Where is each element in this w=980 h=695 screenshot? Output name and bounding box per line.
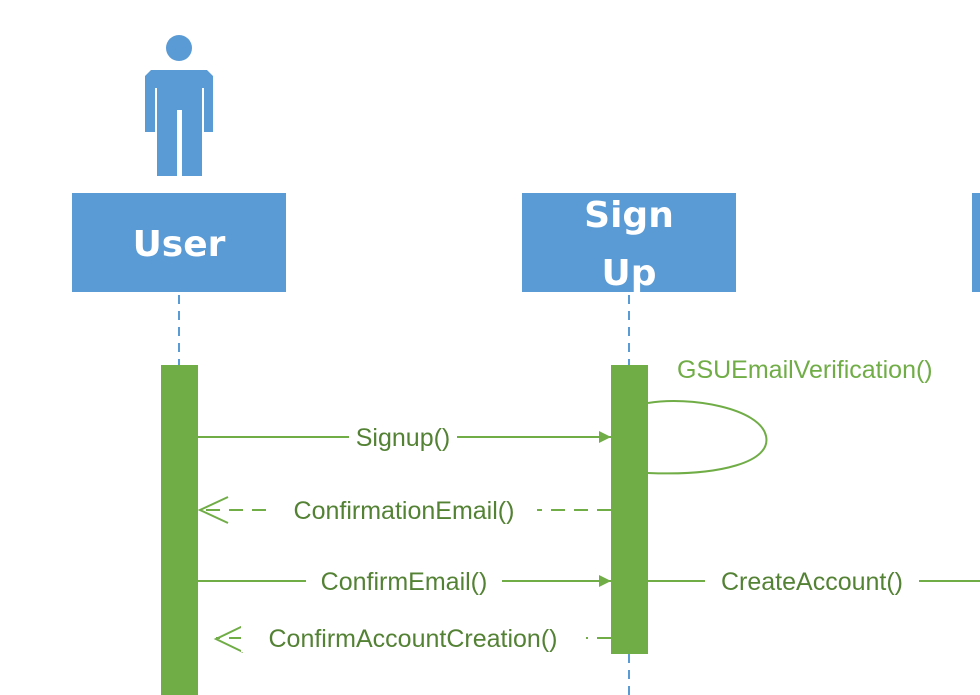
user-lifeline-header bbox=[72, 193, 286, 292]
confirm-email-label: ConfirmEmail() bbox=[321, 568, 488, 596]
create-account-label-bg bbox=[705, 567, 919, 595]
confirmation-email-arrowhead bbox=[197, 496, 229, 524]
signup-activation-bar bbox=[611, 365, 648, 654]
signup-lifeline-header bbox=[522, 193, 736, 292]
signup-message-label: Signup() bbox=[356, 424, 451, 452]
gsu-email-verification-label: GSUEmailVerification() bbox=[677, 356, 933, 384]
confirmation-email-label: ConfirmationEmail() bbox=[294, 497, 515, 525]
signup-lifeline-label-line2: Up bbox=[601, 253, 656, 294]
gsu-email-verification-loop bbox=[647, 400, 768, 475]
confirm-account-creation-arrowhead bbox=[213, 625, 244, 653]
confirm-account-creation-label-bg bbox=[241, 624, 586, 652]
person-icon bbox=[145, 35, 213, 176]
confirm-account-creation-label: ConfirmAccountCreation() bbox=[269, 625, 558, 653]
create-account-label: CreateAccount() bbox=[721, 568, 903, 596]
signup-label-bg bbox=[349, 423, 457, 451]
confirmation-email-label-bg bbox=[272, 496, 537, 524]
user-lifeline-label: User bbox=[133, 224, 226, 265]
confirm-email-label-bg bbox=[306, 567, 502, 595]
signup-lifeline-label-line1: Sign bbox=[584, 195, 674, 236]
user-activation-bar bbox=[161, 365, 198, 695]
third-lifeline-header bbox=[972, 193, 980, 292]
